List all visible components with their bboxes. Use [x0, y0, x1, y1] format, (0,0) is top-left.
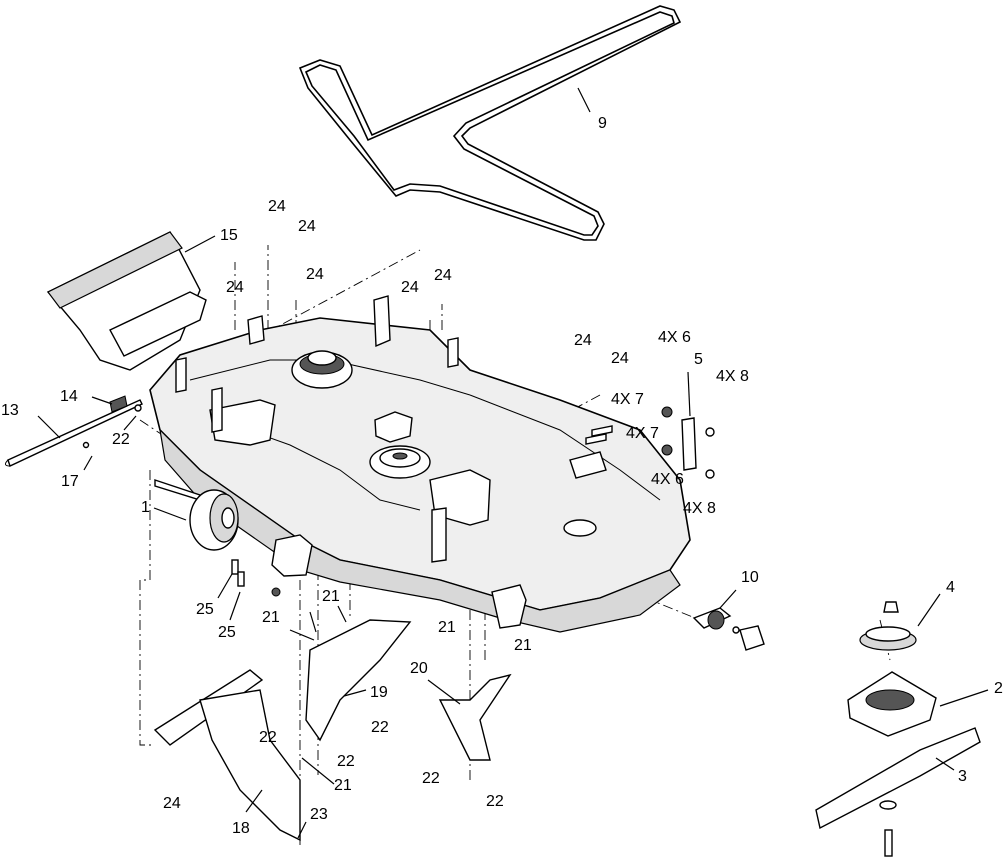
- callout-labels: 9 15 24 24 24 24 24 24 24 24 24 4X 6 5 4…: [1, 115, 1003, 837]
- callout-4x8a: 4X 8: [716, 368, 749, 385]
- callout-24d: 24: [226, 279, 244, 296]
- mower-deck: [149, 295, 691, 633]
- callout-9: 9: [598, 115, 607, 132]
- callout-15: 15: [220, 227, 238, 244]
- deck-spindle-pulley-left: [291, 350, 353, 389]
- callout-4x8b: 4X 8: [683, 500, 716, 517]
- callout-19: 19: [370, 684, 388, 701]
- callout-24a: 24: [268, 198, 286, 215]
- callout-22c: 22: [259, 729, 277, 746]
- callout-20: 20: [410, 660, 428, 677]
- roller-assembly: [692, 607, 765, 651]
- callout-22f: 22: [486, 793, 504, 810]
- callout-4x6b: 4X 6: [651, 471, 684, 488]
- callout-22a: 22: [112, 431, 130, 448]
- callout-25a: 25: [196, 601, 214, 618]
- callout-24g: 24: [574, 332, 592, 349]
- callout-5: 5: [694, 351, 703, 368]
- drive-belt: [298, 5, 682, 241]
- chute-rod: [4, 395, 143, 467]
- callout-21c: 21: [438, 619, 456, 636]
- callout-21e: 21: [334, 777, 352, 794]
- callout-21a: 21: [262, 609, 280, 626]
- callout-21b: 21: [322, 588, 340, 605]
- leader-lines: [37, 87, 989, 839]
- callout-22e: 22: [422, 770, 440, 787]
- callout-10: 10: [741, 569, 759, 586]
- callout-4x6a: 4X 6: [658, 329, 691, 346]
- callout-25b: 25: [218, 624, 236, 641]
- callout-4x7b: 4X 7: [626, 425, 659, 442]
- callout-22d: 22: [337, 753, 355, 770]
- callout-17: 17: [61, 473, 79, 490]
- callout-24e: 24: [401, 279, 419, 296]
- callout-21d: 21: [514, 637, 532, 654]
- callout-22b: 22: [371, 719, 389, 736]
- callout-24i: 24: [163, 795, 181, 812]
- callout-14: 14: [60, 388, 78, 405]
- callout-3: 3: [958, 768, 967, 785]
- caster-wheel: [154, 479, 281, 597]
- deck-baffles: [153, 619, 512, 842]
- callout-24f: 24: [434, 267, 452, 284]
- callout-4: 4: [946, 579, 955, 596]
- callout-24c: 24: [306, 266, 324, 283]
- callout-13: 13: [1, 402, 19, 419]
- callout-1: 1: [141, 499, 150, 516]
- callout-24h: 24: [611, 350, 629, 367]
- deck-spindle-pulley-center: [369, 445, 431, 479]
- callout-24b: 24: [298, 218, 316, 235]
- callout-18: 18: [232, 820, 250, 837]
- callout-23: 23: [310, 806, 328, 823]
- idler-hardware: [585, 406, 715, 479]
- callout-2: 2: [994, 680, 1003, 697]
- callout-4x7a: 4X 7: [611, 391, 644, 408]
- discharge-chute: [46, 231, 207, 371]
- spindle-assembly: [815, 601, 981, 857]
